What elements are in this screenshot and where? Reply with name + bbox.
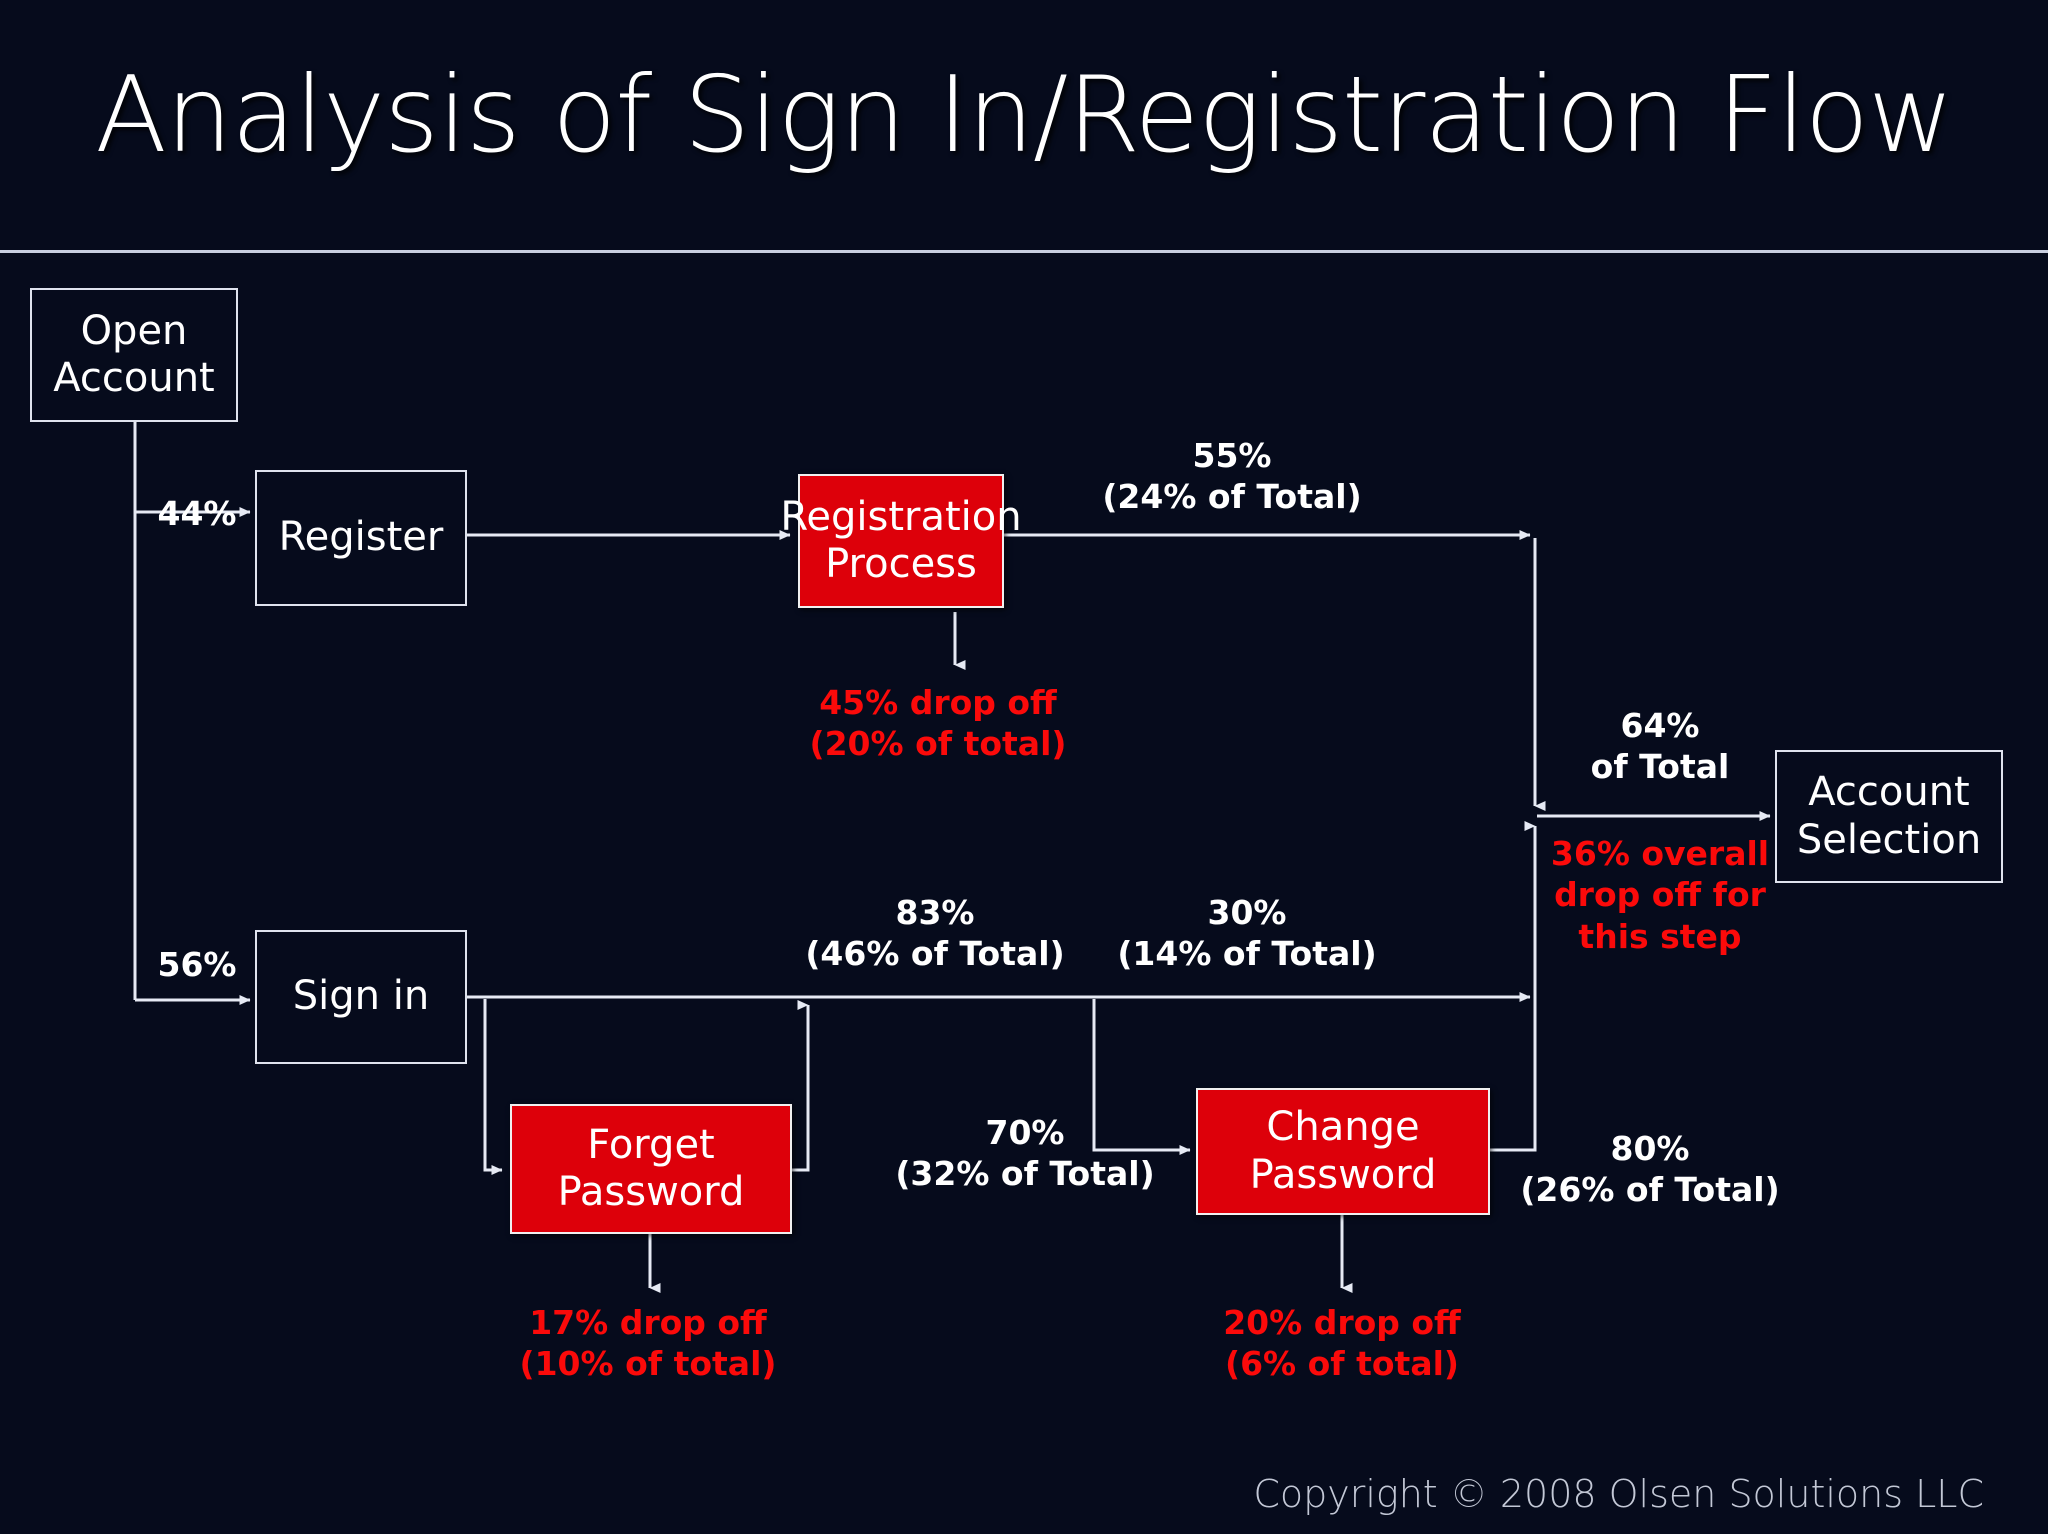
dropoff-registration-process: 45% drop off (20% of total): [809, 683, 1067, 764]
node-register-label: Register: [278, 514, 444, 561]
title-divider: [0, 250, 2048, 253]
node-forget-password[interactable]: Forget Password: [510, 1104, 792, 1234]
page-title: Analysis of Sign In/Registration Flow: [95, 54, 1954, 176]
label-open-to-signin: 56%: [157, 945, 237, 984]
dropoff-forget-password: 17% drop off (10% of total): [519, 1303, 777, 1384]
dropoff-overall-step: 36% overall drop off for this step: [1550, 834, 1770, 956]
node-open-account[interactable]: Open Account: [30, 288, 238, 422]
node-forget-password-label: Forget Password: [557, 1121, 745, 1215]
label-signin-to-change-password: 70% (32% of Total): [895, 1113, 1155, 1194]
node-sign-in[interactable]: Sign in: [255, 930, 467, 1064]
node-account-selection-label: Account Selection: [1796, 769, 1982, 863]
title-bar: Analysis of Sign In/Registration Flow: [0, 0, 2048, 253]
node-registration-process[interactable]: Registration Process: [780, 474, 1022, 608]
node-registration-process-label: Registration Process: [780, 493, 1022, 587]
node-account-selection[interactable]: Account Selection: [1775, 750, 2003, 883]
copyright-notice: Copyright © 2008 Olsen Solutions LLC: [1253, 1472, 1984, 1516]
node-open-account-label: Open Account: [53, 307, 215, 401]
edge-change-to-junction: [1490, 821, 1537, 1152]
edge-forget-back-to-flow: [792, 1000, 810, 1172]
node-register[interactable]: Register: [255, 470, 467, 606]
edge-signin-to-change: [1092, 999, 1191, 1155]
label-junction-to-account-selection: 64% of Total: [1590, 706, 1730, 787]
label-signin-to-junction: 83% (46% of Total): [805, 893, 1065, 974]
label-signin-branch-to-junction: 30% (14% of Total): [1117, 893, 1377, 974]
label-open-to-register: 44%: [157, 494, 237, 533]
node-sign-in-label: Sign in: [292, 973, 430, 1020]
dropoff-change-password: 20% drop off (6% of total): [1223, 1303, 1461, 1384]
label-registration-to-junction: 55% (24% of Total): [1102, 436, 1362, 517]
node-change-password[interactable]: Change Password: [1196, 1088, 1490, 1215]
node-change-password-label: Change Password: [1249, 1104, 1437, 1198]
edge-signin-to-forget: [483, 999, 503, 1175]
label-change-password-to-junction: 80% (26% of Total): [1520, 1129, 1780, 1210]
